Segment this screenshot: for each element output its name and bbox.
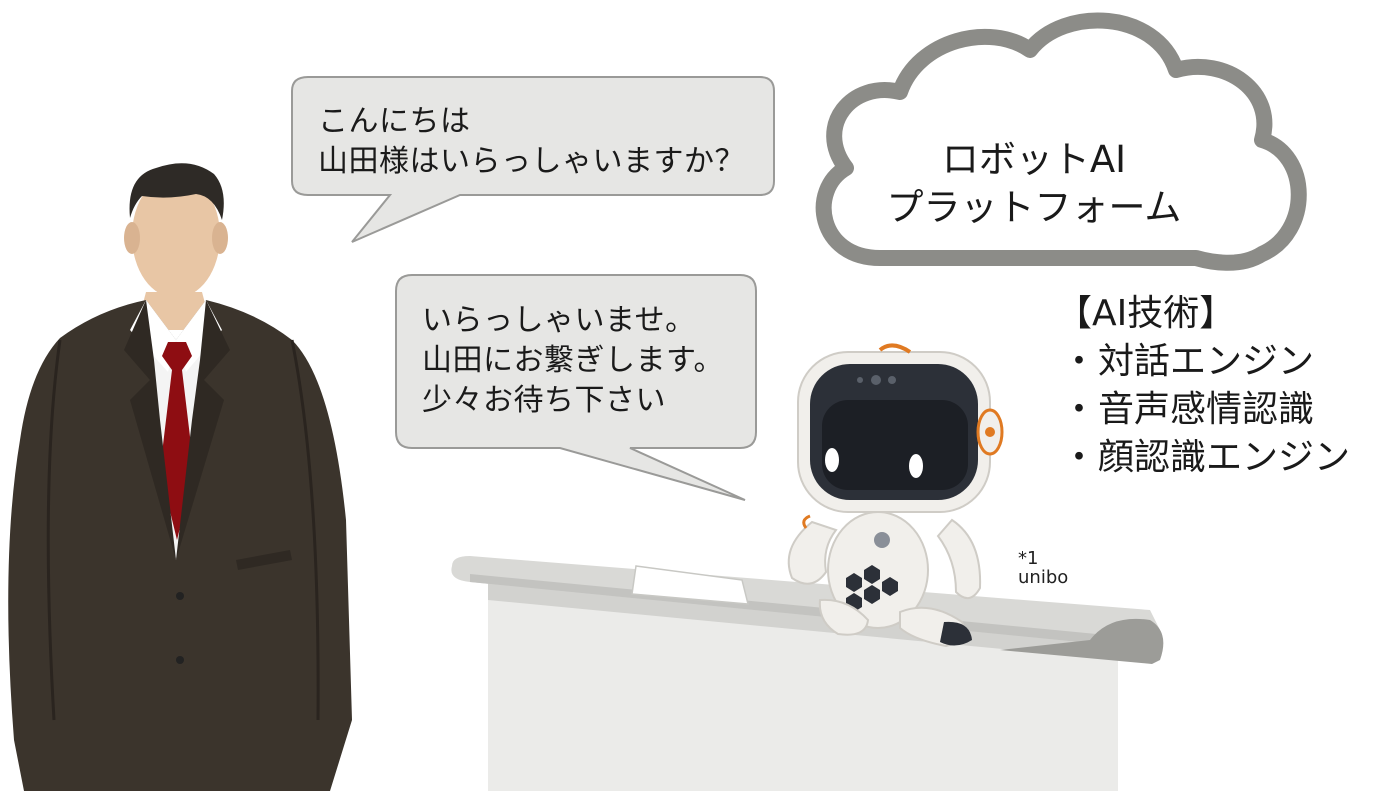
ai-technology-item-label: 顔認識エンジン [1098, 437, 1351, 478]
greeting-line-2: 山田様はいらっしゃいますか？ [318, 144, 745, 179]
unibo-robot [787, 343, 1004, 648]
reply-line-2: 山田にお繋ぎします。 [422, 343, 724, 378]
reply-speech-text: いらっしゃいませ。 山田にお繋ぎします。 少々お待ち下さい [422, 301, 724, 421]
bullet-point: ・ [1060, 341, 1097, 382]
ai-technology-item: ・対話エンジン [1056, 338, 1350, 386]
bullet-point: ・ [1060, 389, 1097, 430]
ai-technology-list: 【AI技術】 ・対話エンジン ・音声感情認識 ・顔認識エンジン [1056, 290, 1350, 482]
ai-technology-title: 【AI技術】 [1056, 293, 1236, 334]
cloud-shape [815, 12, 1307, 271]
cloud-label-line-1: ロボットAI [941, 138, 1127, 181]
ai-technology-item: ・顔認識エンジン [1056, 434, 1350, 482]
ai-technology-item: ・音声感情認識 [1056, 386, 1350, 434]
robot-name: unibo [1018, 567, 1069, 588]
robot-caption: *1 unibo [1018, 549, 1068, 587]
reply-line-1: いらっしゃいませ。 [422, 303, 696, 338]
ai-technology-item-label: 対話エンジン [1098, 341, 1315, 382]
reception-desk [451, 556, 1164, 791]
greeting-speech-text: こんにちは 山田様はいらっしゃいますか？ [318, 102, 745, 182]
cloud-label: ロボットAI プラットフォーム [844, 136, 1224, 232]
businessman-figure [8, 163, 353, 791]
robot-footnote-mark: *1 [1018, 548, 1039, 569]
reply-speech-bubble [395, 274, 757, 501]
ai-technology-item-label: 音声感情認識 [1098, 389, 1315, 430]
bullet-point: ・ [1060, 437, 1097, 478]
greeting-line-1: こんにちは [318, 104, 471, 139]
cloud-label-line-2: プラットフォーム [886, 186, 1182, 229]
greeting-speech-bubble [291, 76, 775, 243]
reply-line-3: 少々お待ち下さい [422, 383, 666, 418]
